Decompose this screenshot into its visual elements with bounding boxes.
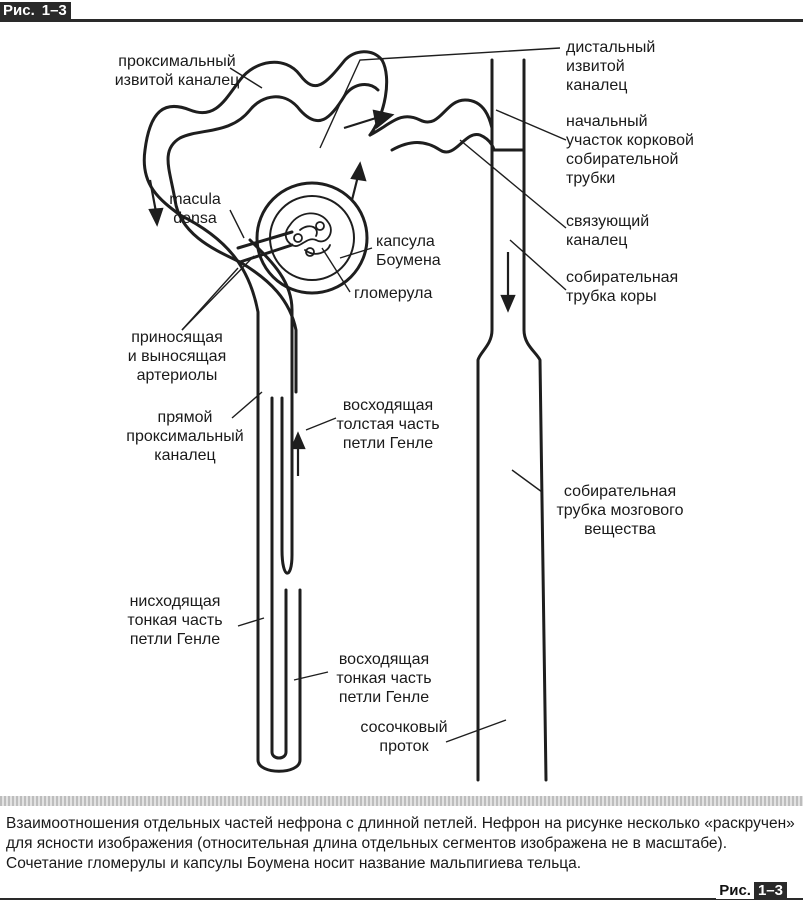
capsule-neck [368,58,389,137]
figure-ris-label: Рис. [0,1,38,19]
leader-connecting [459,139,567,229]
efferent-arteriole [238,243,294,264]
glomerulus-shape [284,212,332,257]
flow-arrow-ascending-head [290,431,306,450]
caption-divider-band [0,796,803,806]
leader-cortical-collecting [509,239,567,291]
distal-tubule-upper [368,98,494,137]
label-connecting-tubule: связующий каналец [566,213,650,249]
leader-glomerulus [321,247,351,293]
label-papillary-duct: сосочковый проток [360,719,448,755]
top-rule [0,19,803,22]
proximal-tubule-outer-wall [142,50,384,394]
nephron-diagram [142,47,567,782]
label-cortical-collecting: собирательная трубка коры [566,269,679,305]
label-bowman-capsule: капсула Боумена [376,233,441,269]
henle-loop-inner [270,396,288,760]
label-straight-proximal: прямой проксимальный каналец [126,409,244,464]
afferent-arteriole [236,230,294,250]
thick-ascending-limb [248,238,294,575]
figure-tag-top: Рис. 1–3 [0,0,71,20]
flow-arrow-proximal-head [148,207,164,227]
leader-proximal-convoluted [229,67,263,89]
figure-number: 1–3 [37,1,71,19]
leader-papillary [445,719,507,743]
figure-number-bottom: 1–3 [753,881,787,899]
collecting-duct-right [522,58,548,782]
label-thin-descending: нисходящая тонкая часть петли Генле [127,593,223,648]
distal-tubule-lower [390,133,496,154]
bottom-rule [0,898,803,900]
label-proximal-convoluted: проксимальный извитой каналец [114,53,240,89]
flow-arrow-capsule [350,175,360,201]
leader-thin-descending [237,617,265,627]
label-distal-convoluted: дистальный извитой каналец [566,39,656,94]
flow-arrow-proximal [148,179,158,213]
figure-ris-label-bottom: Рис. [716,881,754,899]
label-thin-ascending: восходящая тонкая часть петли Генле [336,651,432,706]
figure-caption: Взаимоотношения отдельных частей нефрона… [6,815,795,872]
leader-initial-cortical [495,109,567,141]
leader-thick-ascending [305,417,337,431]
bowman-capsule-inner [269,195,355,281]
label-glomerulus: гломерула [354,285,433,302]
leader-medullary-collecting [511,469,543,493]
figure-tag-bottom: Рис. 1–3 [716,880,787,900]
leader-thin-ascending [293,671,329,681]
henle-loop [256,390,302,773]
label-macula-densa: macula densa [169,191,221,227]
collecting-duct-left [476,58,494,782]
label-medullary-collecting: собирательная трубка мозгового вещества [556,483,684,538]
flow-arrow-distal [343,116,377,130]
label-thick-ascending: восходящая толстая часть петли Генле [336,397,440,452]
flow-arrow-capsule-head [350,161,367,182]
leader-bowman [339,247,373,259]
label-arterioles: приносящая и выносящая артериолы [127,329,227,384]
leader-macula-densa [229,209,245,239]
leader-straight-proximal [231,391,263,419]
bowman-capsule-outline [255,181,369,295]
flow-arrow-distal-head [372,109,395,130]
label-initial-cortical-collecting: начальный участок корковой собирательной… [566,113,694,187]
leader-distal-convoluted [319,47,561,149]
leader-arteriole-2 [181,255,255,331]
flow-arrow-collecting-head [500,294,516,313]
